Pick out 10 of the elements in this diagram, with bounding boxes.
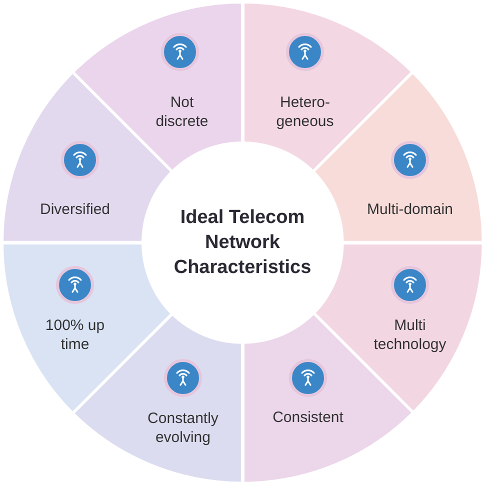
segment: [2, 242, 172, 413]
segment-label: Constantly evolving: [146, 408, 220, 447]
segment-label: 100% up time: [44, 316, 106, 354]
segment-label: Hetero- geneous: [275, 93, 335, 131]
segment-label: Diversified: [38, 200, 112, 220]
segment-label: Multi-domain: [366, 200, 454, 220]
center-title: Ideal Telecom Network Characteristics: [172, 206, 312, 280]
segment-label: Not discrete: [154, 93, 210, 131]
segment-label: Consistent: [272, 408, 344, 428]
segment-label: Multi technology: [372, 316, 448, 354]
